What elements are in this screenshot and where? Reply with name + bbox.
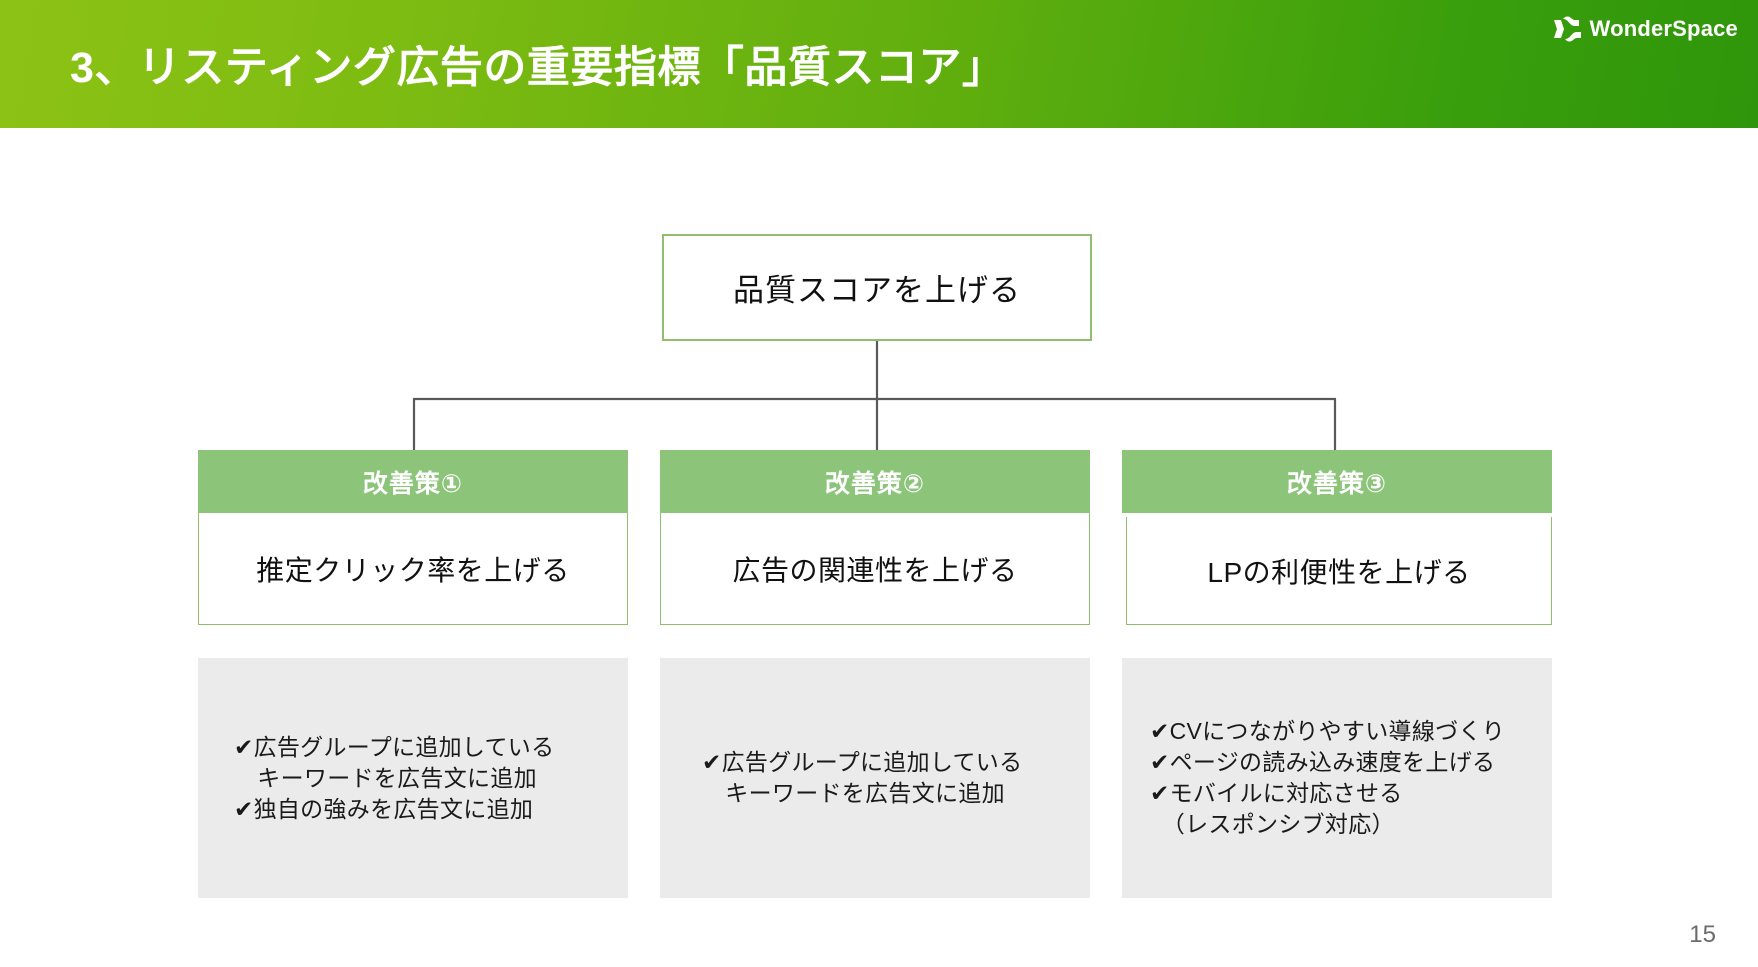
list-item: キーワードを広告文に追加	[702, 780, 1005, 806]
column-body-2[interactable]: 広告の関連性を上げる	[660, 513, 1090, 625]
detail-list-2: ✔広告グループに追加している キーワードを広告文に追加	[660, 747, 1090, 809]
diagram-column-2: 改善策② 広告の関連性を上げる	[660, 450, 1090, 625]
root-node-label: 品質スコアを上げる	[733, 273, 1021, 308]
page-title: 3、リスティング広告の重要指標「品質スコア」	[70, 44, 1006, 92]
column-body-1[interactable]: 推定クリック率を上げる	[198, 513, 628, 625]
page-number: 15	[1689, 921, 1716, 948]
detail-list-1: ✔広告グループに追加している キーワードを広告文に追加 ✔独自の強みを広告文に追…	[198, 732, 628, 825]
list-item: ✔ページの読み込み速度を上げる	[1150, 749, 1496, 775]
column-header-label-3: 改善策③	[1286, 469, 1388, 498]
diagram-column-1: 改善策① 推定クリック率を上げる	[198, 450, 628, 625]
column-header-3[interactable]: 改善策③	[1122, 450, 1552, 513]
list-item: ✔モバイルに対応させる	[1150, 780, 1403, 806]
column-header-2[interactable]: 改善策②	[660, 450, 1090, 513]
column-header-1[interactable]: 改善策①	[198, 450, 628, 513]
column-body-label-3: LPの利便性を上げる	[1207, 556, 1471, 588]
detail-box-3: ✔CVにつながりやすい導線づくり ✔ページの読み込み速度を上げる ✔モバイルに対…	[1122, 658, 1552, 898]
list-item: ✔独自の強みを広告文に追加	[234, 795, 534, 822]
column-header-label-1: 改善策①	[362, 469, 464, 498]
root-node[interactable]: 品質スコアを上げる	[662, 234, 1092, 341]
detail-box-2: ✔広告グループに追加している キーワードを広告文に追加	[660, 658, 1090, 898]
brand-logo-text: WonderSpace	[1589, 16, 1738, 41]
brand-logo: WonderSpace	[1553, 14, 1739, 44]
slide-header-band: 3、リスティング広告の重要指標「品質スコア」 WonderSpace	[0, 0, 1758, 128]
list-item: ✔広告グループに追加している	[234, 733, 555, 760]
column-header-label-2: 改善策②	[824, 469, 926, 498]
detail-list-3: ✔CVにつながりやすい導線づくり ✔ページの読み込み速度を上げる ✔モバイルに対…	[1122, 716, 1552, 840]
wonderspace-logo-mark-icon	[1553, 16, 1581, 42]
diagram-column-3: 改善策③ LPの利便性を上げる	[1122, 450, 1552, 625]
column-body-label-1: 推定クリック率を上げる	[256, 554, 570, 586]
column-body-label-2: 広告の関連性を上げる	[732, 554, 1018, 586]
list-item: キーワードを広告文に追加	[234, 764, 537, 791]
list-item: （レスポンシブ対応）	[1150, 811, 1395, 837]
column-body-3[interactable]: LPの利便性を上げる	[1126, 517, 1552, 625]
list-item: ✔広告グループに追加している	[702, 749, 1023, 775]
list-item: ✔CVにつながりやすい導線づくり	[1150, 718, 1506, 744]
detail-box-1: ✔広告グループに追加している キーワードを広告文に追加 ✔独自の強みを広告文に追…	[198, 658, 628, 898]
